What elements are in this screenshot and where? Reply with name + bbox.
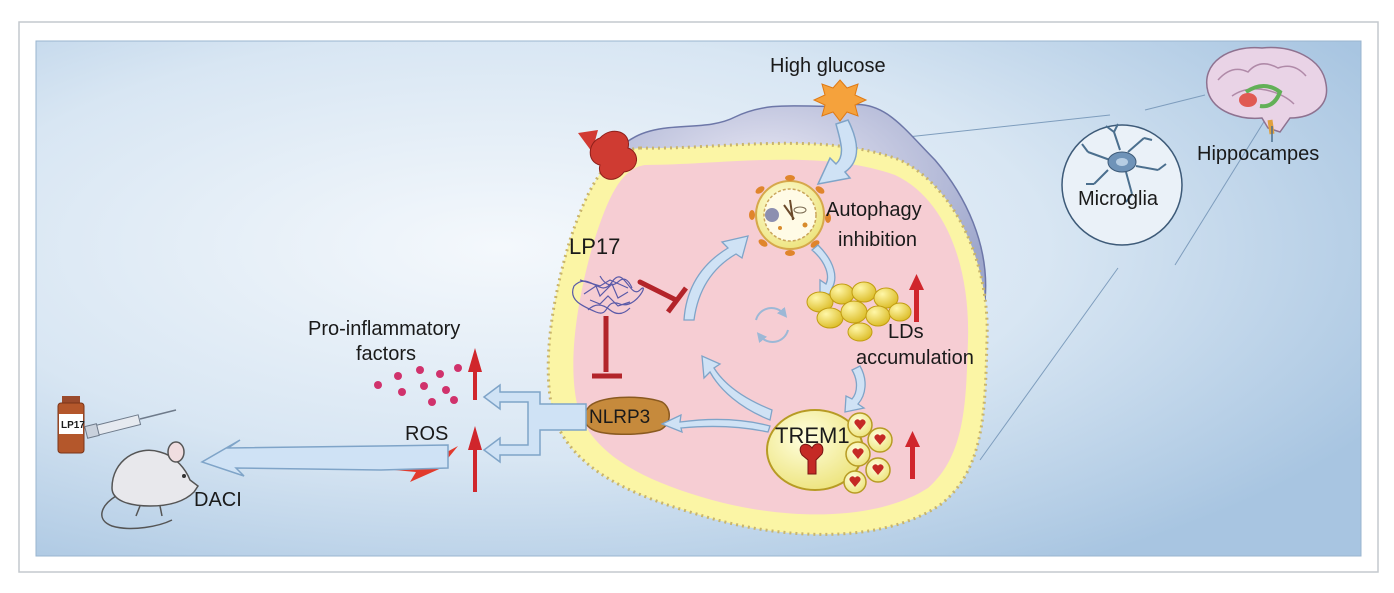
brain-icon bbox=[1205, 46, 1328, 135]
lds-label-line2: accumulation bbox=[856, 347, 974, 369]
syringe-icon bbox=[84, 409, 177, 439]
vial-label: LP17 bbox=[61, 420, 85, 431]
ros-label: ROS bbox=[405, 423, 448, 445]
pro-inflammatory-label-line1: Pro-inflammatory bbox=[308, 318, 460, 340]
lds-increase-arrow-icon bbox=[909, 274, 924, 322]
autophagosome-icon bbox=[749, 175, 831, 256]
high-glucose-label: High glucose bbox=[770, 55, 886, 77]
daci-label: DACI bbox=[194, 489, 242, 511]
ros-increase-arrow-icon bbox=[468, 426, 482, 492]
arrow-to-mouse bbox=[200, 439, 449, 477]
autophagy-label-line2: inhibition bbox=[838, 229, 917, 251]
lp17-label: LP17 bbox=[569, 234, 620, 259]
autophagy-label-line1: Autophagy bbox=[826, 199, 922, 221]
lp17-protein-icon bbox=[572, 275, 644, 315]
drug-vial-icon bbox=[57, 396, 85, 454]
trem1-label: TREM1 bbox=[775, 423, 850, 448]
trem1-vesicle-icon bbox=[766, 409, 893, 494]
zoom-lines bbox=[879, 94, 1266, 461]
cycle-icon bbox=[755, 306, 789, 344]
pro-inflammatory-increase-arrow-icon bbox=[468, 348, 482, 400]
receptor-icon bbox=[578, 130, 637, 180]
lp17-inhibits-nlrp3 bbox=[592, 316, 622, 379]
arrow-trem1-to-nlrp3 bbox=[660, 413, 771, 434]
nlrp3-label: NLRP3 bbox=[589, 407, 650, 428]
arrow-to-autophagosome bbox=[683, 235, 749, 321]
microglia-cell-icon bbox=[1081, 123, 1167, 203]
lds-label-line1: LDs bbox=[888, 321, 924, 343]
microglia-circle bbox=[1061, 123, 1183, 246]
arrow-to-lds bbox=[810, 244, 840, 297]
lipid-droplets-icon bbox=[806, 281, 912, 342]
trem1-increase-arrow-icon bbox=[905, 431, 920, 479]
mouse-icon bbox=[101, 441, 200, 530]
hippocampes-label: Hippocampes bbox=[1197, 143, 1319, 165]
arrow-to-trem1 bbox=[844, 365, 866, 413]
lp17-inhibits-autophagy bbox=[637, 279, 688, 314]
arrow-trem1-to-cycle bbox=[701, 354, 773, 421]
nlrp3-output-arrow bbox=[482, 383, 587, 464]
cytokine-dots-icon bbox=[374, 364, 462, 406]
glucose-star-icon bbox=[812, 79, 868, 122]
pro-inflammatory-label-line2: factors bbox=[356, 343, 416, 365]
glucose-entry-arrow bbox=[816, 119, 858, 186]
microglia-label: Microglia bbox=[1078, 188, 1159, 210]
